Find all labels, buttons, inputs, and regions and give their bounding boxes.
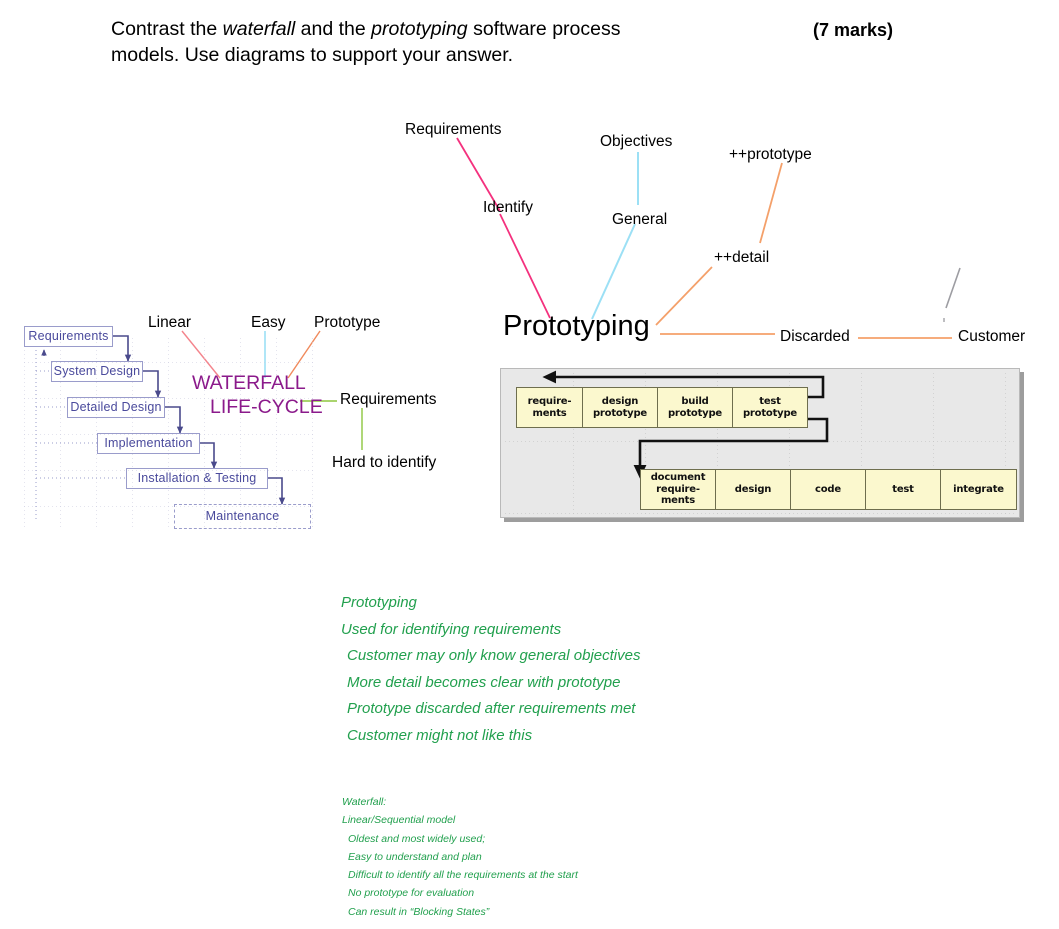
question-line1-pre: Contrast the [111,18,223,40]
note-line: Can result in “Blocking States” [348,905,490,918]
mindmap-node-objectives: Objectives [600,133,673,150]
mindmap-node-requirements: Requirements [405,121,502,138]
process-cell-code: code [791,469,866,510]
note-line: Used for identifying requirements [341,620,562,638]
note-line: Customer may only know general objective… [347,647,641,665]
note-line: Linear/Sequential model [342,814,456,827]
question-emphasis-prototyping: prototyping [371,18,468,40]
mindmap-node-discarded: Discarded [780,328,850,345]
prototyping-process-diagram: require- ments design prototype build pr… [500,368,1020,518]
process-flow-arrows [542,370,829,479]
question-line1-mid: and the [295,18,372,40]
waterfall-notes: Waterfall: Linear/Sequential model Oldes… [342,793,578,921]
note-line: Waterfall: [342,796,387,808]
question-emphasis-waterfall: waterfall [222,18,296,40]
process-cell-document-requirements: document require- ments [640,469,716,510]
question-block: Contrast the waterfall and the prototypi… [111,16,751,68]
process-cell-design: design [716,469,791,510]
process-cell-integrate: integrate [941,469,1017,510]
stage-label: Implementation [104,436,193,451]
waterfall-title-line1: WATERFALL [192,372,306,394]
mindmap-node-general: General [612,211,668,228]
waterfall-diagram: Requirements System Design Detailed Desi… [24,326,314,529]
question-line1-post: software process [467,18,621,40]
process-cell-test: test [866,469,941,510]
mindmap-node-plus-prototype: ++prototype [729,146,812,163]
stage-label: Maintenance [205,509,280,524]
question-text: Contrast the waterfall and the prototypi… [111,16,751,68]
note-line: Prototyping [341,594,417,611]
note-line: Oldest and most widely used; [348,832,486,845]
waterfall-title-line2: LIFE-CYCLE [210,396,323,418]
note-line: Prototype discarded after requirements m… [347,700,636,718]
mindmap-node-plus-detail: ++detail [714,249,770,266]
process-cell-design-prototype: design prototype [583,387,658,428]
process-cell-build-prototype: build prototype [658,387,733,428]
annotation-prototype: Prototype [314,314,381,331]
mindmap-node-identify: Identify [483,199,533,216]
note-line: Difficult to identify all the requiremen… [348,869,578,882]
stage-label: Detailed Design [70,400,162,415]
mindmap-center-prototyping: Prototyping [503,310,650,342]
mindmap-line-plusdetail [655,266,713,326]
waterfall-stage-installation-testing: Installation & Testing [126,468,268,489]
annotation-requirements: Requirements [340,391,437,408]
stage-label: Requirements [28,329,109,344]
stray-pen-stroke [945,267,961,309]
waterfall-stage-maintenance: Maintenance [174,504,311,529]
waterfall-grid [24,336,314,529]
waterfall-title: WATERFALL LIFE-CYCLE [192,371,323,419]
note-line: More detail becomes clear with prototype [347,673,621,691]
mindmap-line-general [591,223,636,320]
annotation-easy: Easy [251,314,286,331]
process-cell-test-prototype: test prototype [733,387,808,428]
mindmap-node-customer: Customer [958,328,1026,345]
annotation-linear: Linear [148,314,192,331]
note-line: Easy to understand and plan [348,850,482,863]
annotation-hard-to-identify: Hard to identify [332,454,437,471]
mindmap-line-plusprototype [759,162,783,244]
process-row-delivery: document require- ments design code test… [640,469,1017,510]
waterfall-stage-detailed-design: Detailed Design [67,397,165,418]
process-row-prototype-cycle: require- ments design prototype build pr… [516,387,808,428]
marks-label: (7 marks) [813,20,894,40]
waterfall-arrows [35,335,286,522]
question-line2: models. Use diagrams to support your ans… [111,44,514,66]
waterfall-stage-implementation: Implementation [97,433,200,454]
prototyping-notes: Prototyping Used for identifying require… [341,590,640,750]
note-line: No prototype for evaluation [348,887,475,900]
mindmap-line-identify [499,213,551,319]
note-line: Customer might not like this [347,726,533,744]
waterfall-stage-system-design: System Design [51,361,143,382]
process-cell-requirements: require- ments [516,387,583,428]
stage-label: Installation & Testing [137,471,257,486]
stage-label: System Design [53,364,141,379]
mindmap-line-requirements [456,137,501,212]
waterfall-stage-requirements: Requirements [24,326,113,347]
